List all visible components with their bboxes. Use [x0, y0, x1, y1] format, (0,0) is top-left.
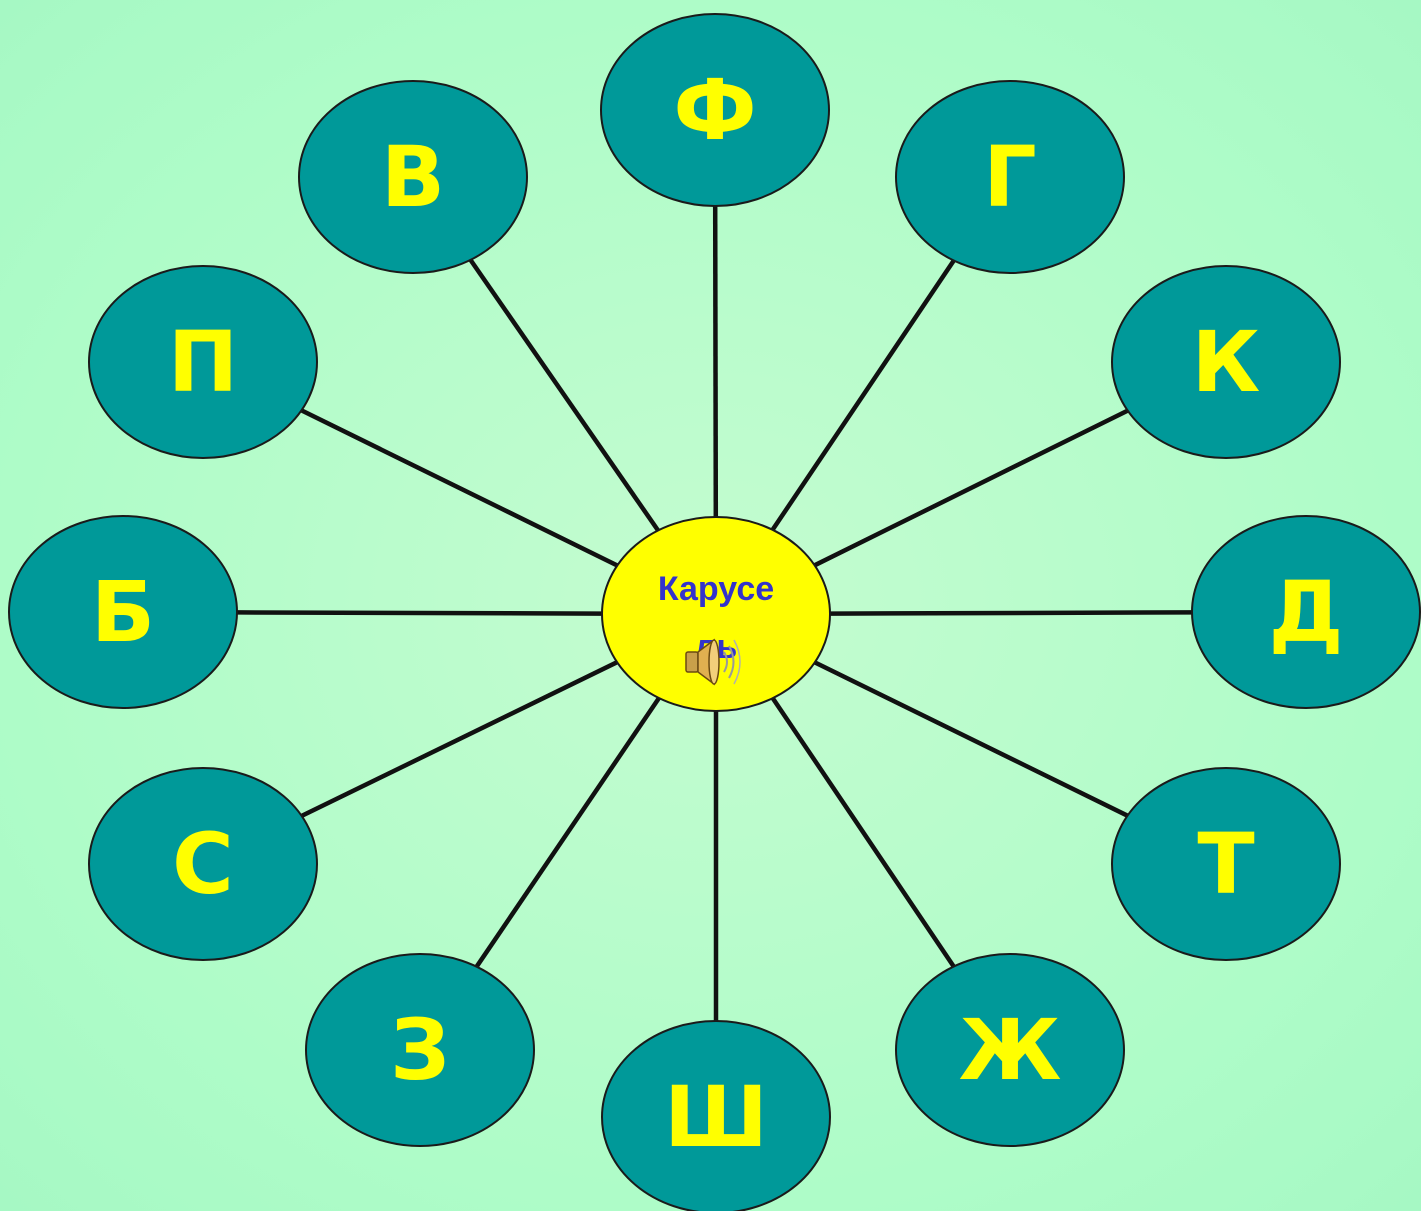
letter-node-ellipse: [305, 953, 535, 1147]
letter-node-label: С: [172, 815, 234, 913]
letter-node-ellipse: [600, 13, 830, 207]
letter-node-s[interactable]: С: [88, 767, 318, 961]
letter-node-sh[interactable]: Ш: [601, 1020, 831, 1211]
hub-node[interactable]: Карусе ль: [601, 516, 831, 712]
connector-b: [236, 610, 603, 616]
letter-node-label: Ш: [664, 1068, 768, 1166]
letter-node-t[interactable]: Т: [1111, 767, 1341, 961]
connector-z: [474, 696, 661, 968]
letter-node-label: Ф: [673, 61, 756, 159]
letter-node-v[interactable]: В: [298, 80, 528, 274]
letter-node-ellipse: [1111, 767, 1341, 961]
letter-node-label: З: [390, 1001, 450, 1099]
letter-node-label: П: [168, 313, 238, 411]
letter-node-label: Г: [983, 128, 1037, 226]
connector-f: [712, 205, 719, 518]
letter-node-label: Ж: [959, 1001, 1062, 1099]
letter-node-f[interactable]: Ф: [600, 13, 830, 207]
letter-node-z[interactable]: З: [305, 953, 535, 1147]
letter-node-ellipse: [895, 953, 1125, 1147]
connector-lines: [236, 205, 1193, 1021]
letter-node-label: Д: [1269, 563, 1344, 661]
letter-node-b[interactable]: Б: [8, 515, 238, 709]
connector-t: [813, 660, 1129, 818]
letter-node-d[interactable]: Д: [1191, 515, 1421, 709]
letter-node-k[interactable]: К: [1111, 265, 1341, 459]
letter-node-p[interactable]: П: [88, 265, 318, 459]
connector-v: [468, 258, 660, 532]
letter-node-g[interactable]: Г: [895, 80, 1125, 274]
connector-g: [770, 259, 956, 532]
connector-k: [813, 408, 1129, 568]
connector-d: [829, 610, 1193, 616]
letter-node-label: Б: [91, 563, 155, 661]
letter-node-zh[interactable]: Ж: [895, 953, 1125, 1147]
letter-node-ellipse: [601, 1020, 831, 1211]
letter-node-label: К: [1192, 313, 1261, 411]
letter-node-label: В: [381, 128, 445, 226]
letter-node-ellipse: [298, 80, 528, 274]
connector-zh: [770, 696, 956, 968]
letter-node-ellipse: [1191, 515, 1421, 709]
letter-node-ellipse: [8, 515, 238, 709]
letter-nodes: Ф Г К Д Т Ж Ш З С Б П В: [8, 13, 1421, 1211]
hub-label: Карусе: [658, 570, 774, 608]
connector-p: [300, 408, 619, 568]
speaker-icon[interactable]: [685, 638, 741, 686]
letter-node-ellipse: [88, 767, 318, 961]
letter-node-ellipse: [895, 80, 1125, 274]
letter-node-ellipse: [1111, 265, 1341, 459]
hub-ellipse: [601, 516, 831, 712]
connector-s: [300, 660, 619, 818]
letter-node-ellipse: [88, 265, 318, 459]
letter-node-label: Т: [1197, 815, 1254, 913]
